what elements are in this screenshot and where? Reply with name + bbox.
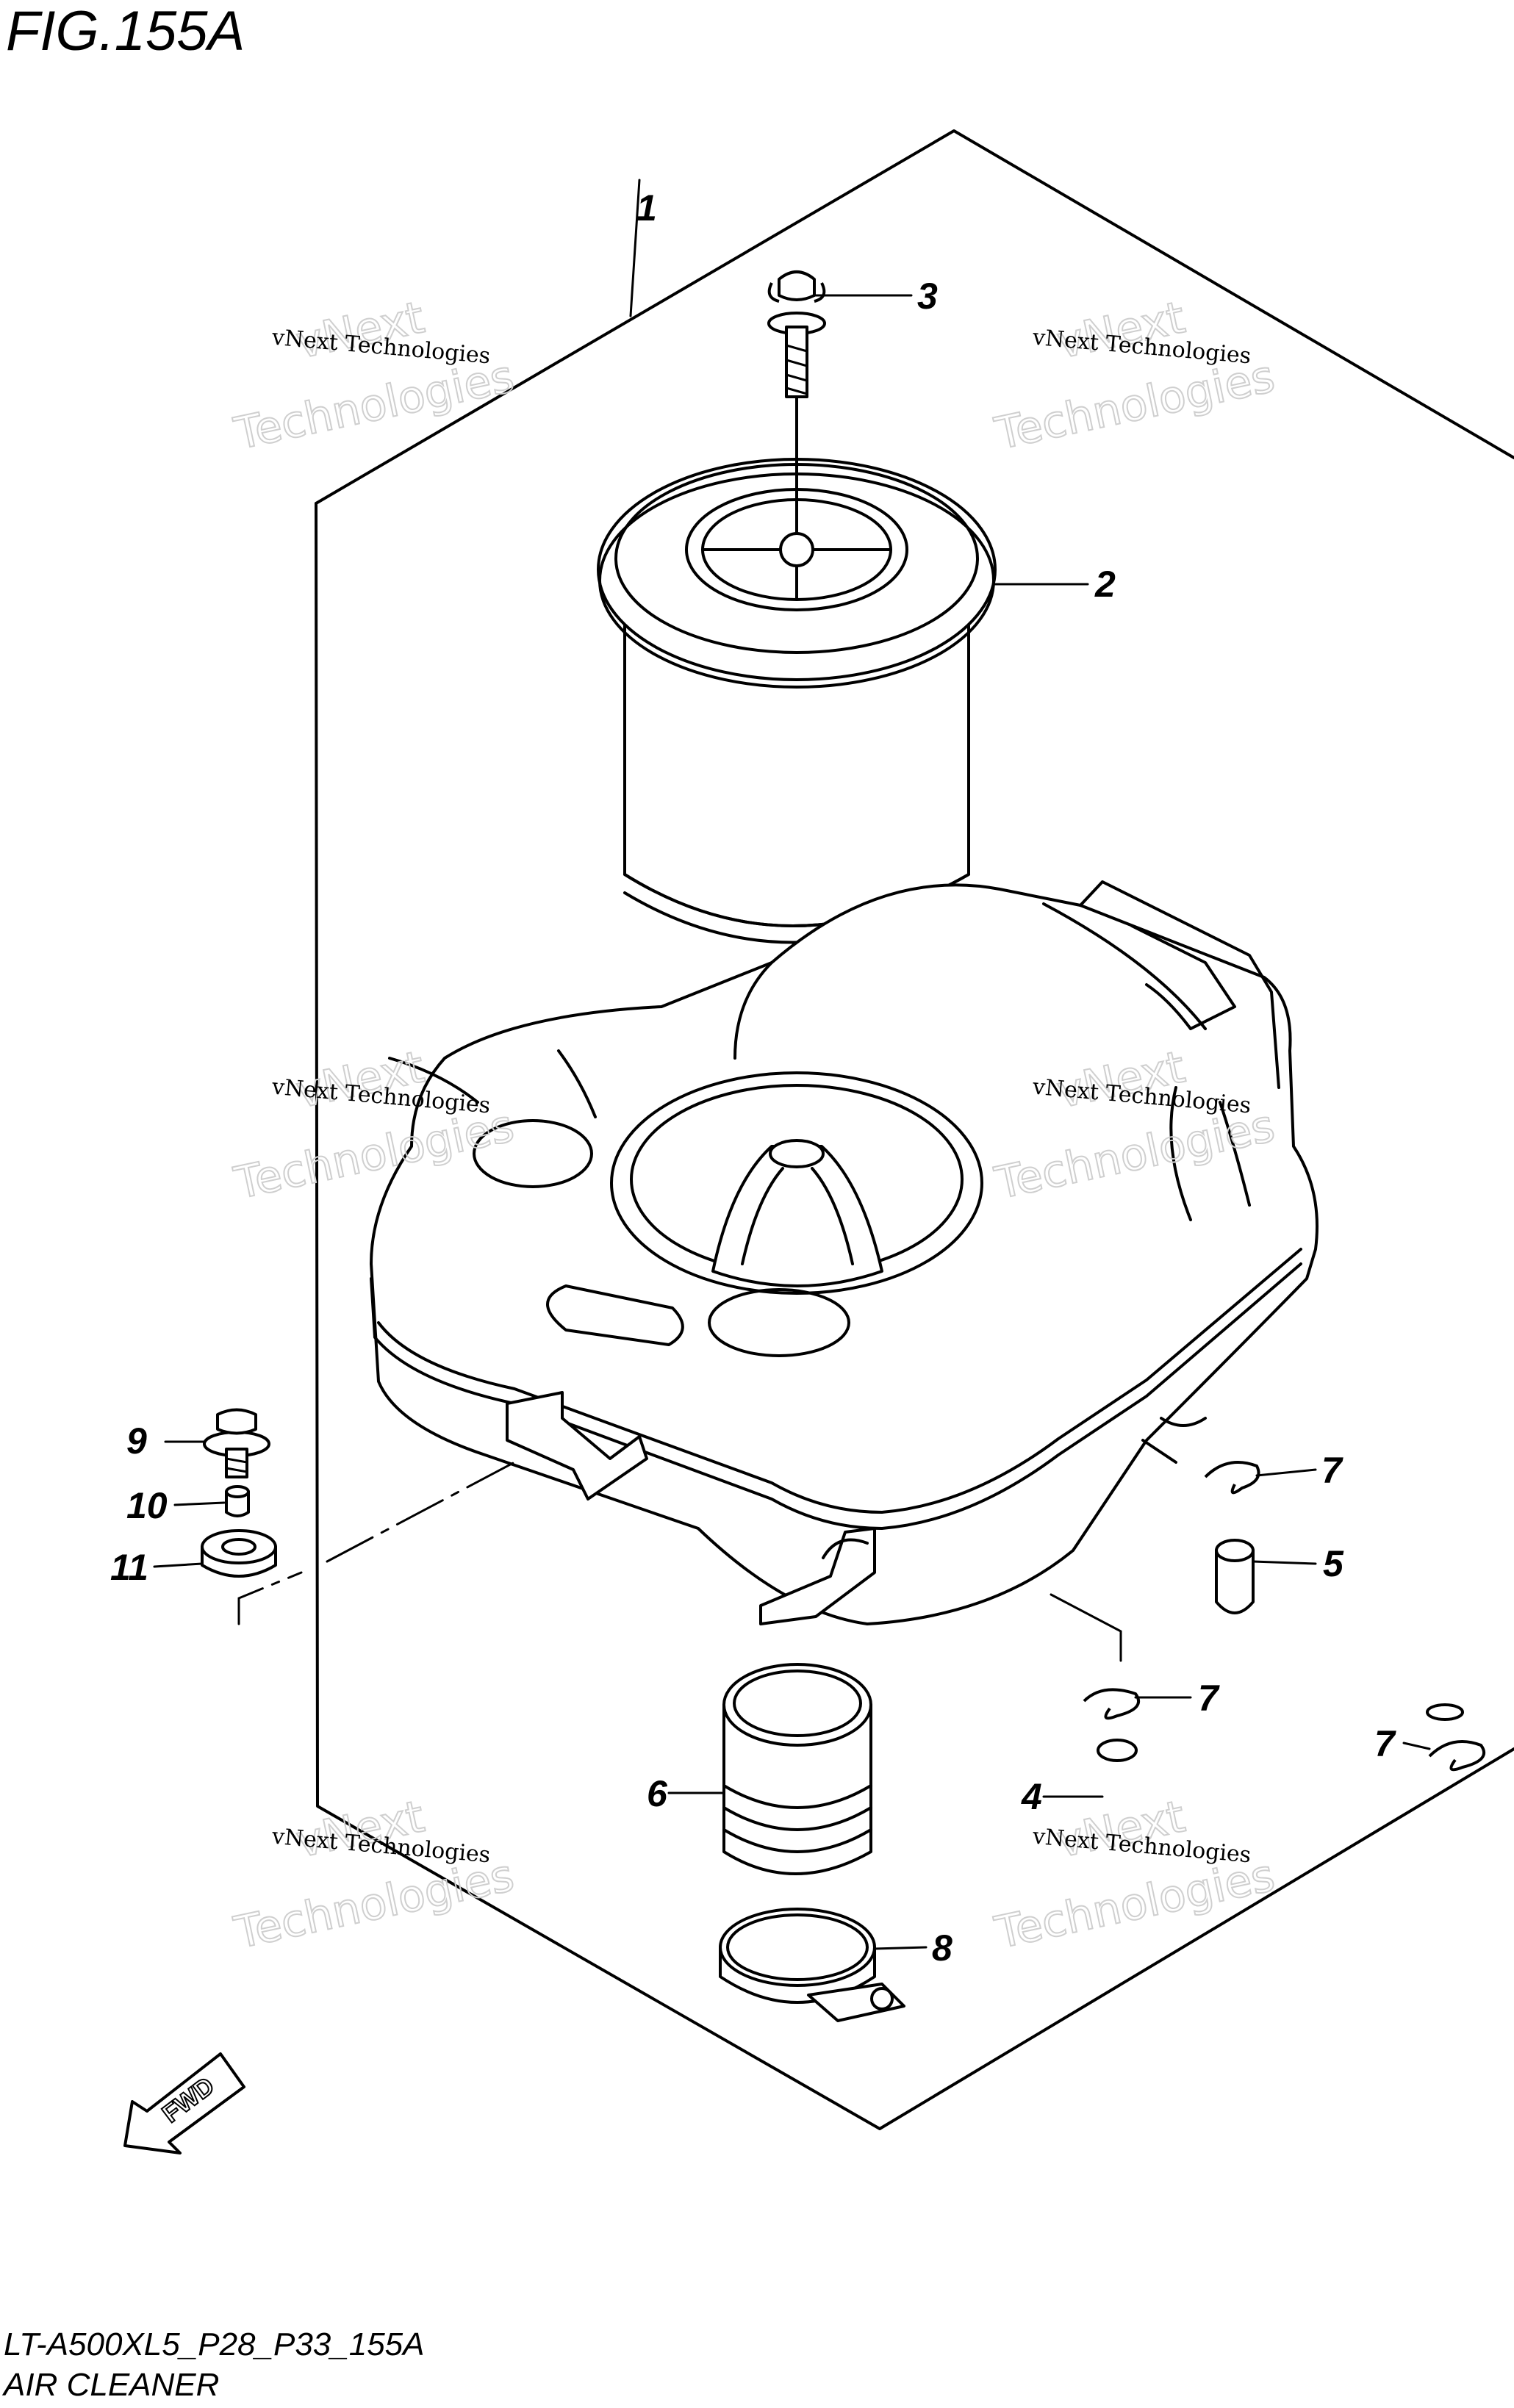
callout-3: 3 bbox=[917, 276, 938, 317]
callout-1: 1 bbox=[636, 187, 657, 229]
model-code: LT-A500XL5_P28_P33_155A bbox=[4, 2326, 425, 2362]
grommet-leader-line bbox=[237, 1461, 516, 1625]
forward-direction-arrow: FWD bbox=[123, 2052, 245, 2154]
figure-caption: AIR CLEANER bbox=[1, 2367, 219, 2403]
leader-lines bbox=[153, 179, 1431, 1950]
callout-5: 5 bbox=[1323, 1543, 1344, 1584]
collar bbox=[225, 1485, 250, 1517]
callout-7-upper: 7 bbox=[1321, 1450, 1343, 1491]
wing-screw bbox=[767, 270, 826, 535]
callout-11: 11 bbox=[110, 1547, 148, 1588]
air-filter-element bbox=[597, 458, 997, 944]
clip-middle bbox=[1083, 1688, 1141, 1720]
callout-6: 6 bbox=[647, 1773, 668, 1814]
callout-7-middle: 7 bbox=[1198, 1678, 1220, 1719]
hose-clamp bbox=[719, 1908, 905, 2022]
drain-hose bbox=[1083, 1605, 1464, 1858]
clip-upper bbox=[1204, 1461, 1260, 1495]
assembly-boundary bbox=[315, 129, 1514, 2130]
outlet-tube bbox=[722, 1663, 872, 1875]
air-cleaner-case bbox=[370, 880, 1319, 1625]
clip-right bbox=[1428, 1740, 1486, 1772]
callout-7-right: 7 bbox=[1374, 1723, 1396, 1764]
case-lower-leader bbox=[1050, 1593, 1122, 1662]
watermark-top-right: vNext Technologies vNext Technologies bbox=[990, 291, 1280, 461]
callout-2: 2 bbox=[1094, 564, 1116, 605]
figure-title: FIG.155A bbox=[6, 0, 245, 62]
watermark-top-left: vNext Technologies vNext Technologies bbox=[229, 291, 520, 461]
callout-4: 4 bbox=[1021, 1776, 1042, 1817]
callout-8: 8 bbox=[932, 1927, 952, 1969]
callout-10: 10 bbox=[126, 1485, 168, 1526]
watermark-bottom-left: vNext Technologies vNext Technologies bbox=[229, 1790, 520, 1960]
grommet bbox=[201, 1529, 277, 1578]
short-hose bbox=[1215, 1539, 1255, 1614]
bolt bbox=[203, 1408, 270, 1478]
callout-9: 9 bbox=[126, 1420, 147, 1462]
